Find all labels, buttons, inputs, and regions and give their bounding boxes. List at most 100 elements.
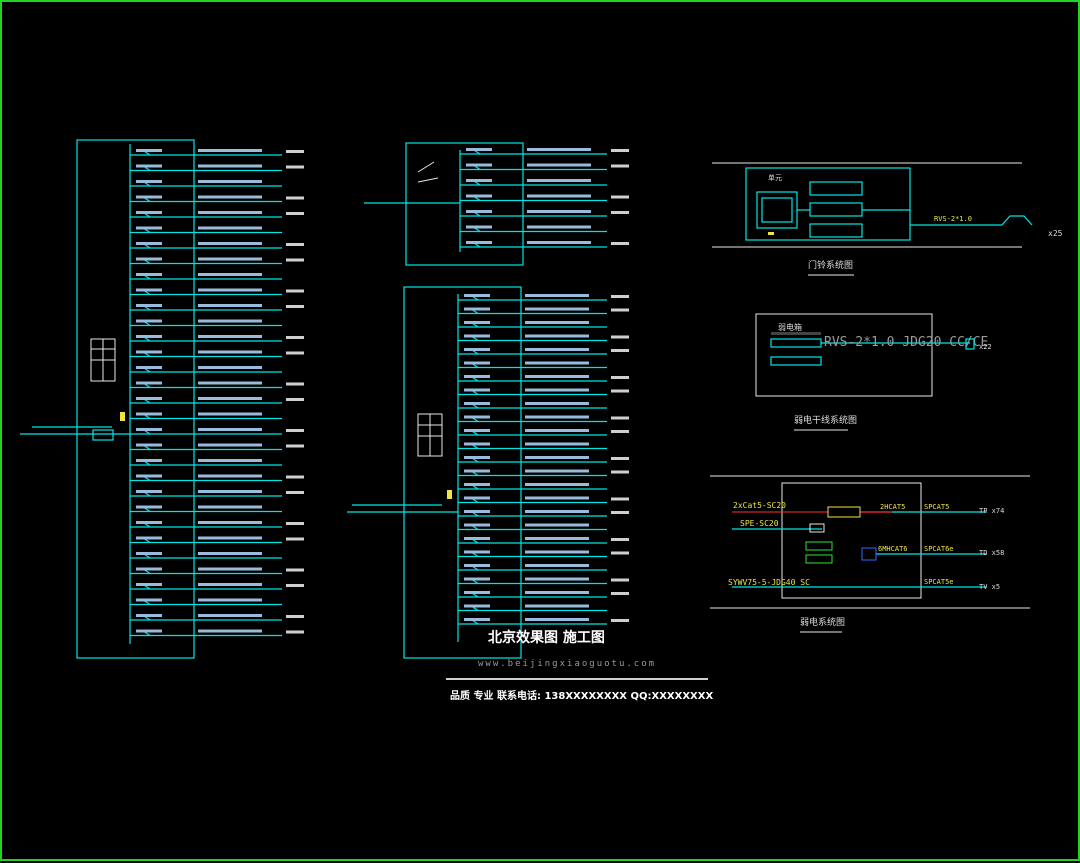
mid-lower-circuit-row <box>458 429 629 436</box>
mid-lower-circuit-row <box>458 334 629 342</box>
mid-lower-circuit-row <box>458 469 629 477</box>
mid-lower-circuit-row <box>458 618 629 625</box>
mid-lower-circuit-row <box>458 321 607 328</box>
left-circuit-rows <box>130 149 304 637</box>
mid-upper-circuit-row <box>460 210 629 217</box>
middle-lower-panel <box>347 286 629 659</box>
weak-right-1: 2HCAT5 <box>880 503 905 511</box>
watermark-title: 北京效果图 施工图 <box>488 629 605 646</box>
mid-lower-circuit-row <box>458 294 629 301</box>
mid-upper-box <box>405 142 524 266</box>
cable-system-diagram: 弱电箱 RVS-2*1.0 JDG20 CC/CE x22 弱电干线系统图 <box>755 313 992 431</box>
left-circuit-row <box>130 614 304 621</box>
mid-upper-circuit-row <box>460 194 629 202</box>
weak-end-2: TD x58 <box>979 549 1004 557</box>
middle-upper-panel <box>364 142 629 266</box>
watermark-contact: 品质 专业 联系电话: 138XXXXXXXX QQ:XXXXXXXX <box>450 689 713 702</box>
left-circuit-row <box>130 273 282 280</box>
left-circuit-row <box>130 164 304 172</box>
left-circuit-row <box>130 226 282 234</box>
mid-upper-circuit-row <box>460 179 607 186</box>
left-circuit-row <box>130 428 304 435</box>
mid-lower-circuit-row <box>458 402 607 409</box>
left-circuit-row <box>130 257 304 265</box>
mid-lower-circuit-row <box>458 564 607 571</box>
doorbell-system-diagram: 单元 RVS-2*1.0 x25 门铃系统图 <box>712 162 1063 276</box>
svg-text:单元: 单元 <box>768 173 782 182</box>
cable-count: x22 <box>979 343 992 351</box>
weak-input-2: SPE-SC20 <box>740 519 779 528</box>
weak-input-3: SYWV75-5-JDG40 SC <box>728 578 810 587</box>
mid-upper-circuit-row <box>460 148 629 155</box>
left-circuit-row <box>130 567 304 575</box>
left-circuit-row <box>130 381 304 389</box>
left-circuit-row <box>130 180 282 187</box>
mid-lower-circuit-row <box>458 483 607 490</box>
weak-box <box>781 482 922 599</box>
left-circuit-row <box>130 149 304 156</box>
mid-lower-circuit-row <box>458 388 629 396</box>
doorbell-title: 门铃系统图 <box>808 259 853 271</box>
cable-box <box>755 313 933 397</box>
svg-text:SPCAT5: SPCAT5 <box>924 503 949 511</box>
left-circuit-row <box>130 288 304 296</box>
left-circuit-row <box>130 443 304 451</box>
left-circuit-row <box>130 629 304 637</box>
left-circuit-row <box>130 195 304 203</box>
mid-lower-circuit-row <box>458 577 629 585</box>
left-circuit-row <box>130 490 304 497</box>
cable-title: 弱电干线系统图 <box>794 414 857 426</box>
left-circuit-row <box>130 335 304 342</box>
left-main-breaker <box>92 429 114 441</box>
mid-lower-circuit-row <box>458 510 629 517</box>
mid-upper-circuit-row <box>460 241 629 248</box>
mid-lower-circuit-row <box>458 523 607 531</box>
mid-lower-circuit-row <box>458 456 629 463</box>
left-circuit-row <box>130 598 282 606</box>
mid-lower-circuit-row <box>458 591 629 598</box>
left-panel-box <box>76 139 195 659</box>
cable-box-label: 弱电箱 <box>778 322 802 332</box>
doorbell-box <box>745 167 911 241</box>
weak-right-2b: SPCAT6e <box>924 545 954 553</box>
left-circuit-row <box>130 552 282 559</box>
left-circuit-row <box>130 366 282 373</box>
mid-upper-circuit-row <box>460 163 629 171</box>
mid-lower-circuit-row <box>458 348 629 355</box>
left-circuit-row <box>130 397 304 404</box>
left-circuit-row <box>130 536 304 544</box>
svg-text:RVS-2*1.0: RVS-2*1.0 <box>934 215 972 223</box>
cable-spec-label: RVS-2*1.0 JDG20 CC/CE <box>824 335 988 350</box>
left-circuit-row <box>130 412 282 420</box>
mid-lower-circuit-row <box>458 496 629 504</box>
left-circuit-row <box>130 304 304 311</box>
left-circuit-row <box>130 242 304 249</box>
watermark-url: www.beijingxiaoguotu.com <box>478 659 656 669</box>
weak-end-1: TP x74 <box>979 507 1004 515</box>
weak-title: 弱电系统图 <box>800 616 845 628</box>
weak-right-3: SPCAT5e <box>924 578 954 586</box>
mid-lower-circuit-row <box>458 375 629 382</box>
left-circuit-row <box>130 211 304 218</box>
mid-upper-circuit-row <box>460 225 607 233</box>
mid-lower-circuit-row <box>458 307 629 315</box>
mid-lower-circuit-row <box>458 550 629 558</box>
left-circuit-row <box>130 505 282 513</box>
weak-right-2: 6MHCAT6 <box>878 545 908 553</box>
weak-end-3: TV x5 <box>979 583 1000 591</box>
left-circuit-row <box>130 319 282 327</box>
weak-current-system-diagram: 2xCat5-SC20 SPE-SC20 SYWV75-5-JDG40 SC 2… <box>710 475 1030 633</box>
mid-lower-circuit-row <box>458 442 607 450</box>
left-circuit-row <box>130 350 304 358</box>
left-circuit-row <box>130 521 304 528</box>
svg-text:x25: x25 <box>1048 229 1063 238</box>
left-distribution-panel <box>20 139 304 659</box>
weak-input-1: 2xCat5-SC20 <box>733 501 786 510</box>
mid-lower-circuit-row <box>458 415 629 423</box>
left-circuit-row <box>130 474 304 482</box>
mid-lower-box <box>403 286 522 659</box>
left-circuit-row <box>130 459 282 466</box>
mid-lower-circuit-row <box>458 537 629 544</box>
left-circuit-row <box>130 583 304 590</box>
